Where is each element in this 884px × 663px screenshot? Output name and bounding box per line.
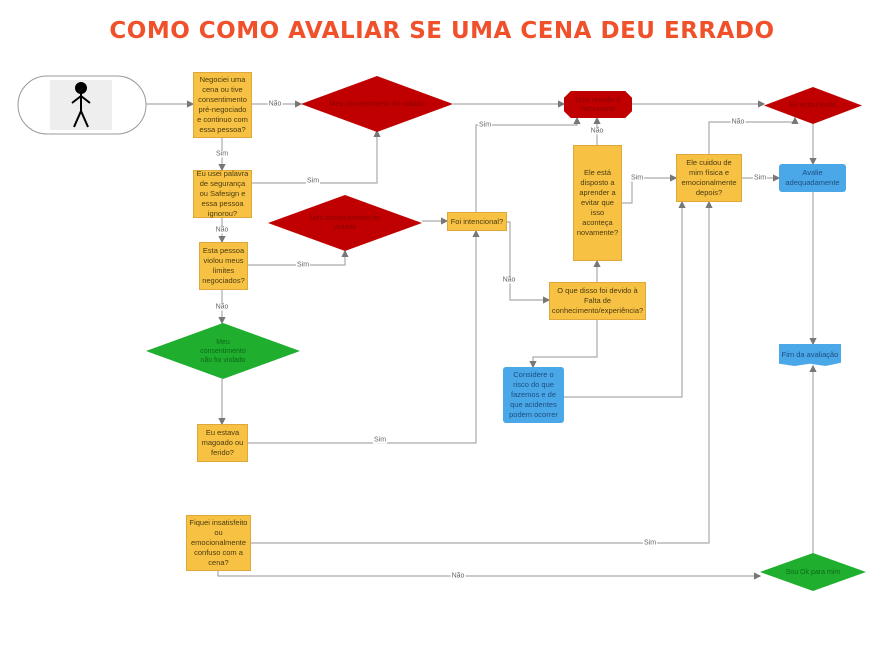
edge-label-no: Não <box>214 226 230 234</box>
node-safeword: Eu usei palavra de segurança ou Safesign… <box>193 169 252 218</box>
edge-label-yes: Sim <box>752 174 768 182</box>
edge-label-yes: Sim <box>214 150 230 158</box>
edge-cared-no <box>708 116 799 154</box>
edge-label-no: Não <box>501 276 517 284</box>
person-icon <box>71 82 91 128</box>
edge-label-no: Não <box>267 100 283 108</box>
edge-label-yes: Sim <box>642 539 658 547</box>
edge-label-no: Não <box>450 572 466 580</box>
edge-unsatisfied-yes <box>251 200 713 544</box>
edge-label-yes: Sim <box>629 174 645 182</box>
node-was-hurt: Eu estava magoado ou ferido? <box>197 424 248 462</box>
edge-hurt-yes <box>248 229 480 444</box>
node-lack-knowledge: O que disso foi devido à Falta de conhec… <box>549 282 646 320</box>
edge-label-yes: Sim <box>305 177 321 185</box>
edge-consider-right <box>564 200 686 398</box>
edge-label-yes: Sim <box>477 121 493 129</box>
node-end: Fim da avaliação <box>779 344 841 366</box>
edge-label-no: Não <box>214 303 230 311</box>
node-evaluate: Avalie adequadamente <box>779 164 846 192</box>
node-intentional: Foi intencional? <box>447 212 507 231</box>
node-cared: Ele cuidou de mim física e emocionalment… <box>676 154 742 202</box>
start-node <box>17 75 147 135</box>
node-willing: Ele está disposto a aprender a evitar qu… <box>573 145 622 261</box>
edge-intentional-yes <box>475 116 581 212</box>
edge-intentional-no <box>507 221 551 304</box>
edge-lack-down <box>529 320 598 369</box>
edge-willing-yes <box>622 174 678 204</box>
edge-label-no: Não <box>589 127 605 135</box>
node-unsatisfied: Fiquei insatisfeito ou emocionalmente co… <box>186 515 251 571</box>
edge-q3-yes <box>248 249 349 266</box>
edge-label-yes: Sim <box>295 261 311 269</box>
edge-label-no: Não <box>730 118 746 126</box>
edge-label-yes: Sim <box>372 436 388 444</box>
node-review: Uma revisão é necessária <box>564 91 632 118</box>
edge-q2-yes <box>252 129 381 184</box>
node-consider: Considere o risco do que fazemos e de qu… <box>503 367 564 423</box>
node-negotiated: Negociei uma cena ou tive consentimento … <box>193 72 252 138</box>
edge-unsatisfied-no <box>217 571 762 580</box>
page-title: COMO COMO AVALIAR SE UMA CENA DEU ERRADO <box>109 18 775 44</box>
node-limits: Esta pessoa violou meus limites negociad… <box>199 242 248 290</box>
